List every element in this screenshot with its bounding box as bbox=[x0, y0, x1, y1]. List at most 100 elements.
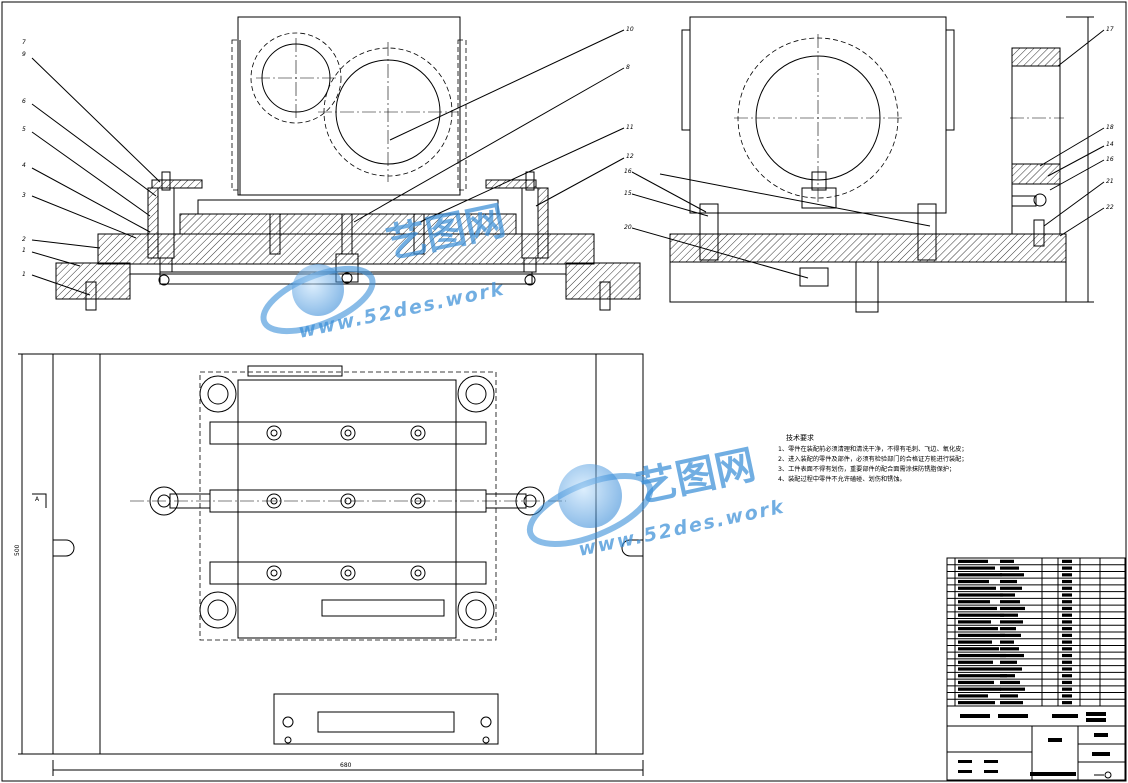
callout-4: 3 bbox=[22, 192, 26, 199]
callout-7: 6 bbox=[22, 98, 26, 105]
callout-15: 15 bbox=[624, 190, 632, 197]
bom-cell bbox=[958, 613, 1004, 617]
bom-cell bbox=[1000, 647, 1019, 651]
bom-cell bbox=[958, 633, 1005, 637]
callout-20: 20 bbox=[624, 224, 632, 231]
bom-cell bbox=[1062, 600, 1072, 604]
bom-cell bbox=[1000, 640, 1014, 644]
front-section-view: 7 9 6 5 4 3 2 1 1 10 8 11 12 bbox=[22, 16, 641, 311]
bom-cell bbox=[1000, 687, 1025, 691]
bom-cell bbox=[1000, 593, 1015, 597]
bom-cell bbox=[958, 606, 997, 611]
bom-cell bbox=[1000, 620, 1023, 624]
bom-cell bbox=[1062, 633, 1072, 637]
callout-12: 11 bbox=[626, 124, 634, 131]
bom-cell bbox=[1062, 680, 1072, 685]
callout-9: 7 bbox=[22, 39, 26, 46]
callout-1: 1 bbox=[22, 271, 26, 278]
bom-cell bbox=[958, 694, 988, 698]
title-block bbox=[946, 557, 1126, 781]
callout-21: 21 bbox=[1106, 178, 1114, 185]
bom-cell bbox=[1062, 566, 1072, 570]
bom-cell bbox=[958, 573, 1002, 577]
note-4: 4、装配过程中零件不允许磕碰、划伤和锈蚀。 bbox=[778, 475, 906, 483]
bom-cell bbox=[958, 586, 996, 590]
bom-cell bbox=[1062, 620, 1072, 624]
bom-cell bbox=[1000, 694, 1018, 698]
technical-notes: 技术要求 1、零件在装配前必须清理和清洗干净，不得有毛刺、飞边、氧化皮； 2、进… bbox=[778, 433, 968, 483]
bom-cell bbox=[1000, 606, 1025, 611]
bom-cell bbox=[1000, 660, 1017, 664]
bom-cell bbox=[958, 579, 989, 584]
bom-cell bbox=[958, 620, 991, 624]
bom-cell bbox=[958, 559, 988, 563]
bom-cell bbox=[958, 667, 1000, 671]
callout-16: 16 bbox=[1106, 156, 1114, 163]
bom-cell bbox=[1000, 653, 1024, 658]
plan-view: 500 680 A bbox=[14, 353, 644, 776]
bom-cell bbox=[1062, 660, 1072, 664]
bom-cell bbox=[958, 660, 993, 664]
bom-cell bbox=[1000, 680, 1020, 685]
bom-cell bbox=[1000, 566, 1019, 570]
bom-cell bbox=[958, 653, 1006, 658]
bom-cell bbox=[958, 593, 1003, 597]
bom-cell bbox=[1000, 633, 1021, 637]
bom-cell bbox=[1062, 694, 1072, 698]
watermark-2-cn: 艺图网 bbox=[633, 442, 760, 512]
bom-cell bbox=[1000, 627, 1016, 631]
bom-cell bbox=[1062, 701, 1072, 705]
bom-cell bbox=[1062, 647, 1072, 651]
callout-3: 2 bbox=[22, 236, 26, 243]
watermark-2: 艺图网 www.52des.work bbox=[526, 442, 787, 561]
bom-cell bbox=[958, 701, 995, 705]
dimension-height: 500 bbox=[14, 544, 21, 556]
bom-cell bbox=[958, 640, 992, 644]
bom-cell bbox=[1000, 600, 1020, 604]
callout-11: 8 bbox=[626, 64, 630, 71]
bom-cell bbox=[1000, 674, 1015, 678]
dimension-width: 680 bbox=[340, 762, 352, 769]
bom-cell bbox=[1000, 579, 1017, 584]
bom-cell bbox=[1062, 593, 1072, 597]
bom-cell bbox=[1062, 627, 1072, 631]
bom-cell bbox=[1062, 687, 1072, 691]
notes-title: 技术要求 bbox=[786, 433, 814, 442]
bom-cell bbox=[958, 627, 998, 631]
callout-14: 14 bbox=[1106, 141, 1114, 148]
side-section-view: 17 18 14 16 21 22 16 15 20 bbox=[624, 16, 1114, 313]
bom-cell bbox=[958, 680, 994, 685]
callout-5: 4 bbox=[22, 162, 26, 169]
callout-13: 12 bbox=[626, 153, 634, 160]
bom-cell bbox=[1062, 586, 1072, 590]
note-3: 3、工件表面不得有划伤，重要部件的配合面需涂抹防锈脂保护； bbox=[778, 465, 955, 473]
bom-cell bbox=[1000, 559, 1014, 563]
bom-cell bbox=[1062, 653, 1072, 658]
bom-cell bbox=[958, 647, 999, 651]
callout-22: 22 bbox=[1106, 204, 1114, 211]
bom-cell bbox=[1062, 559, 1072, 563]
bom-cell bbox=[1062, 579, 1072, 584]
callout-2: 1 bbox=[22, 247, 26, 254]
bom-cell bbox=[1062, 613, 1072, 617]
callout-18: 18 bbox=[1106, 124, 1114, 131]
bom-cell bbox=[1000, 701, 1023, 705]
bom-cell bbox=[1062, 573, 1072, 577]
callout-16b: 16 bbox=[624, 168, 632, 175]
bom-cell bbox=[1062, 667, 1072, 671]
bom-cell bbox=[1000, 573, 1024, 577]
bom-cell bbox=[958, 566, 995, 570]
bom-cell bbox=[1000, 667, 1022, 671]
section-label: A bbox=[35, 496, 40, 503]
bom-cell bbox=[958, 674, 1007, 678]
note-1: 1、零件在装配前必须清理和清洗干净，不得有毛刺、飞边、氧化皮； bbox=[778, 445, 968, 453]
callout-6: 5 bbox=[22, 126, 26, 133]
callout-10: 9 bbox=[22, 51, 26, 58]
bom-cell bbox=[1000, 613, 1018, 617]
bom-cell bbox=[1062, 606, 1072, 611]
bom-cell bbox=[958, 600, 990, 604]
bom-cell bbox=[1062, 674, 1072, 678]
note-2: 2、进入装配的零件及部件，必须有检验部门的合格证方能进行装配； bbox=[778, 455, 968, 463]
